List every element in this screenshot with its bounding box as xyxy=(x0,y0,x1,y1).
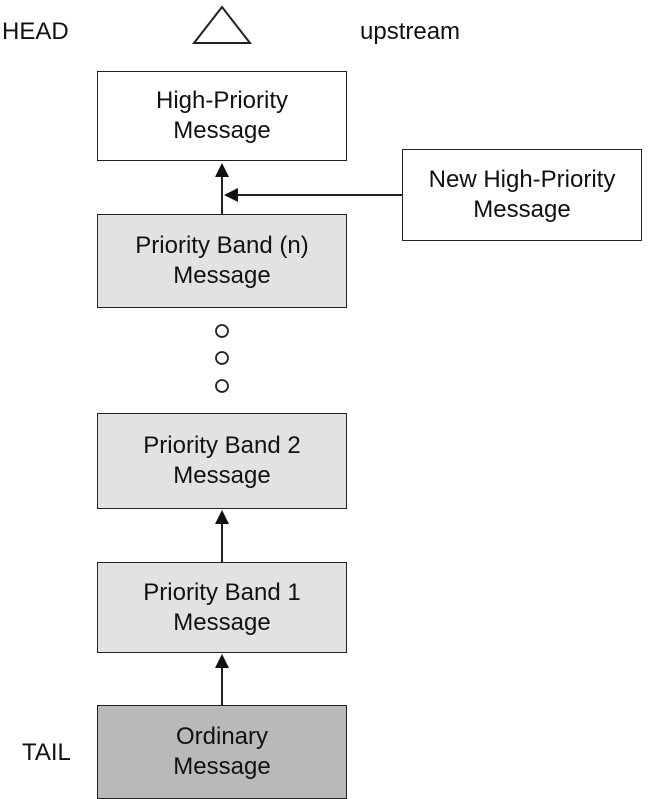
tail-label: TAIL xyxy=(22,739,71,766)
priority-band-2-message-box: Priority Band 2 Message xyxy=(97,413,347,509)
box-line-1: Ordinary xyxy=(175,723,269,750)
head-label: HEAD xyxy=(2,18,69,45)
box-line-1: New High-Priority xyxy=(428,166,616,193)
priority-band-n-message-box: Priority Band (n) Message xyxy=(97,214,347,308)
box-line-1: Priority Band (n) xyxy=(135,232,309,259)
arrowhead-icon xyxy=(215,163,229,177)
box-line-2: Message xyxy=(173,117,271,144)
priority-band-1-message-box: Priority Band 1 Message xyxy=(97,562,347,653)
arrowhead-icon xyxy=(215,654,229,668)
box-line-2: Message xyxy=(173,462,271,489)
ordinary-message-box: Ordinary Message xyxy=(97,705,347,799)
box-line-1: High-Priority xyxy=(155,87,289,114)
box-line-2: Message xyxy=(173,262,271,289)
new-high-priority-message-box: New High-Priority Message xyxy=(402,149,642,241)
high-priority-message-box: High-Priority Message xyxy=(97,71,347,161)
box-line-1: Priority Band 2 xyxy=(143,432,301,459)
ellipsis-dot xyxy=(215,324,229,338)
box-line-2: Message xyxy=(173,753,271,780)
box-line-2: Message xyxy=(173,608,271,636)
arrowhead-icon xyxy=(215,510,229,524)
ellipsis-dot xyxy=(215,379,229,393)
box-line-1: Priority Band 1 xyxy=(143,578,301,606)
box-line-2: Message xyxy=(473,196,571,223)
upstream-triangle-icon xyxy=(191,5,253,44)
arrowhead-icon xyxy=(224,188,238,202)
ellipsis-dot xyxy=(215,351,229,365)
upstream-label: upstream xyxy=(360,18,461,45)
